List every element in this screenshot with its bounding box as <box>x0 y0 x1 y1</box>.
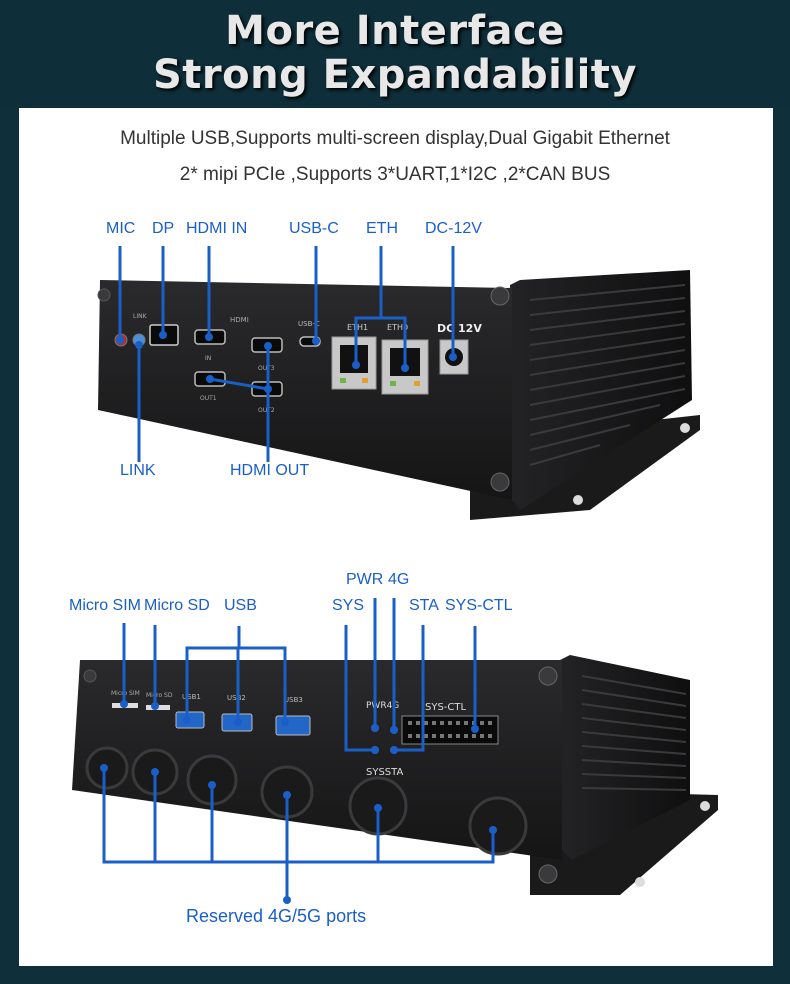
silk-link: LINK <box>133 313 148 320</box>
label-hdmi-out: HDMI OUT <box>230 462 310 479</box>
front-fins <box>529 284 686 466</box>
silk-usb3: USB3 <box>284 696 303 704</box>
label-link: LINK <box>120 462 156 479</box>
subtitle-line2: 2* mipi PCIe ,Supports 3*UART,1*I2C ,2*C… <box>179 164 611 185</box>
silk-hdmi: HDMI <box>230 316 249 324</box>
front-device: LINK HDMI IN OUT3 OUT1 OUT2 USB-C ETH1 E… <box>97 270 700 520</box>
label-sys: SYS <box>332 597 365 614</box>
eth1-socket <box>340 345 368 373</box>
silk-eth1: ETH1 <box>347 323 368 332</box>
screw-icon <box>490 286 510 306</box>
label-dc-12v: DC-12V <box>425 220 482 237</box>
flange-hole-icon <box>635 877 645 887</box>
flange-hole-icon <box>573 495 583 505</box>
label-usb: USB <box>224 597 257 614</box>
front-callouts <box>118 246 455 462</box>
silk-microsd: Micro SD <box>146 692 173 699</box>
flange-hole-icon <box>700 801 710 811</box>
silk-out1: OUT1 <box>200 395 217 402</box>
usb3-port-icon <box>275 715 311 736</box>
label-reserved-ports: Reserved 4G/5G ports <box>186 906 367 926</box>
header-banner: More Interface Strong Expandability <box>0 0 790 108</box>
rear-face <box>72 660 562 860</box>
rear-callout-dots <box>100 700 497 904</box>
subtitle-line1: Multiple USB,Supports multi-screen displ… <box>120 128 670 149</box>
label-dp: DP <box>152 220 175 237</box>
label-sta: STA <box>409 597 439 614</box>
silk-dc12v: DC 12V <box>437 322 482 335</box>
label-4g: 4G <box>388 571 410 588</box>
rear-callouts <box>102 598 495 900</box>
rear-fins <box>581 675 687 791</box>
silk-pwr4g: PWR4G <box>366 701 399 711</box>
label-micro-sim: Micro SIM <box>69 597 141 614</box>
eth1-led-icon <box>340 378 346 383</box>
page-title-line1: More Interface <box>225 8 565 54</box>
screw-icon <box>538 864 558 884</box>
screw-icon <box>490 472 510 492</box>
label-mic: MIC <box>106 220 136 237</box>
screw-icon <box>97 288 111 302</box>
screw-icon <box>538 666 558 686</box>
silk-out2: OUT2 <box>258 407 275 414</box>
eth0-led-icon <box>414 381 420 386</box>
silk-usb2: USB2 <box>227 694 246 702</box>
silk-eth0: ETH0 <box>387 323 408 332</box>
label-pwr: PWR <box>346 571 384 588</box>
label-hdmi-in: HDMI IN <box>186 220 248 237</box>
silk-in: IN <box>205 355 211 362</box>
label-sys-ctl: SYS-CTL <box>445 597 513 614</box>
silk-out3: OUT3 <box>258 365 275 372</box>
reserved-port-icon <box>468 796 528 856</box>
silk-usbc: USB-C <box>298 320 320 328</box>
label-eth: ETH <box>366 220 398 237</box>
rear-device: Micro SIM Micro SD USB1 USB2 USB3 PWR4G … <box>72 655 718 895</box>
silk-sysctl: SYS-CTL <box>425 702 467 713</box>
sys-ctl-header-icon <box>401 715 499 745</box>
silk-syssta: SYSSTA <box>366 767 403 778</box>
front-callout-dots <box>116 331 457 393</box>
page-title-line2: Strong Expandability <box>153 52 637 98</box>
eth0-led-icon <box>390 381 396 386</box>
screw-icon <box>83 669 97 683</box>
label-usb-c: USB-C <box>289 220 339 237</box>
silk-usb1: USB1 <box>182 693 201 701</box>
eth1-led-icon <box>362 378 368 383</box>
flange-hole-icon <box>680 423 690 433</box>
label-micro-sd: Micro SD <box>144 597 210 614</box>
